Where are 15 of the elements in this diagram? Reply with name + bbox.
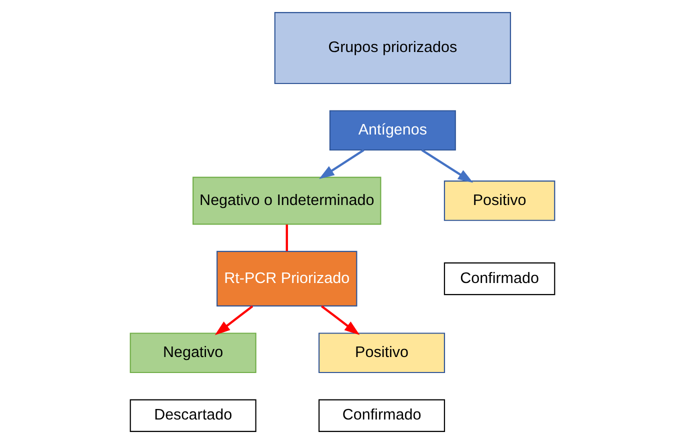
node-box: Positivo	[444, 180, 556, 221]
node-box: Descartado	[130, 399, 256, 432]
arrow	[321, 305, 360, 336]
node-box: Positivo	[318, 332, 446, 374]
arrow	[319, 149, 364, 179]
node-box: Rt-PCR Priorizado	[216, 250, 358, 307]
arrow	[214, 305, 254, 336]
node-box: Confirmado	[444, 262, 556, 296]
node-box: Grupos priorizados	[274, 12, 511, 84]
connector	[286, 224, 288, 252]
node-box: Negativo	[130, 332, 256, 374]
arrow	[421, 149, 474, 183]
node-box: Negativo o Indeterminado	[192, 176, 382, 225]
node-box: Confirmado	[318, 399, 446, 432]
node-box: Antígenos	[329, 110, 456, 151]
